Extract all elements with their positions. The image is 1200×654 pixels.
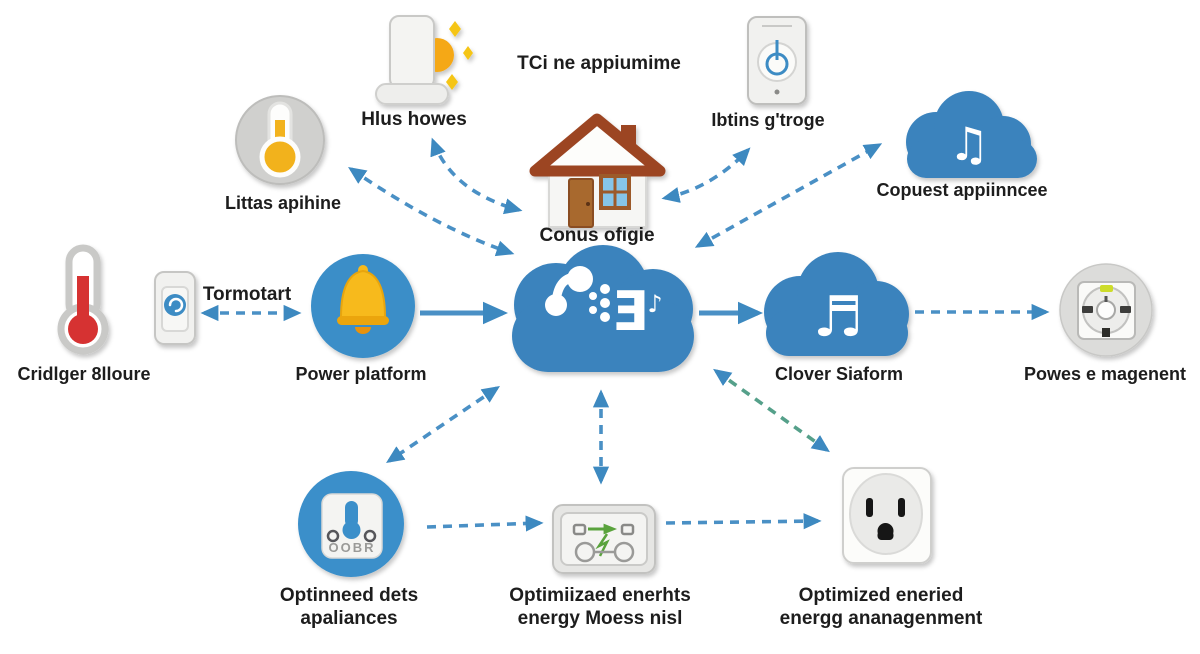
sparkle <box>463 46 473 60</box>
label-bell-platform: Power platform <box>295 364 427 384</box>
power-socket-dial-icon <box>1059 263 1153 357</box>
arrow-house-doorbell <box>661 147 751 203</box>
sparkle <box>446 74 458 90</box>
label-smart-plug: Optinneed dets apaliances <box>280 584 418 630</box>
label-thermostat-dial: Littas apihine <box>224 193 342 213</box>
house-icon <box>529 113 666 228</box>
label-red-thermometer: Cridlger 8lloure <box>17 364 151 384</box>
label-energy-device: Optimiizaed enerhts energy Moess nisl <box>509 584 691 630</box>
smart-light-icon <box>375 15 473 105</box>
arrow-smartplug-energydevice <box>426 515 544 532</box>
arrow-smartlight-house <box>430 137 523 215</box>
arrow-cloud-walloutlet <box>713 368 830 453</box>
sparkle <box>449 21 461 37</box>
arrow-thermostatdial-cloud <box>348 166 515 257</box>
label-top-caption: TCi ne appiumime <box>517 53 681 74</box>
music-note-glyph: ♫ <box>948 117 989 171</box>
small-note-glyph: ♪ <box>647 290 662 318</box>
smart-switch-icon <box>154 271 196 345</box>
label-wall-outlet: Optimized eneried energg ananagenment <box>780 584 983 630</box>
label-switch-link: Tormotart <box>202 284 292 305</box>
label-smart-light: Hlus howes <box>361 109 467 130</box>
label-music-cloud-right: Clover Siaform <box>774 364 904 384</box>
label-wall-outlet-line2: energg ananagenment <box>779 608 983 629</box>
arrow-energydevice-walloutlet <box>665 513 822 530</box>
smart-plug-icon: OOBR <box>298 471 404 577</box>
plug-badge-text: OOBR <box>329 540 376 555</box>
music-cloud-right-icon: ♬ <box>764 252 909 356</box>
smart-doorbell-icon <box>747 16 807 105</box>
label-smart-doorbell: Ibtins g'troge <box>711 110 825 130</box>
music-cloud-top-icon: ♫ <box>906 91 1037 178</box>
label-smart-plug-line2: apaliances <box>300 608 398 629</box>
arrow-cloud-smartplug <box>386 385 500 464</box>
thermometer-icon <box>57 244 109 355</box>
thermostat-dial-icon <box>235 95 325 185</box>
music-note-glyph: ♬ <box>813 285 863 350</box>
label-energy-device-line1: Optimiizaed enerhts <box>509 585 691 606</box>
central-hub-cloud-icon: Ǝ ♪ <box>512 245 694 372</box>
energy-flow-device-icon <box>552 504 656 574</box>
reversed-e-glyph: Ǝ <box>612 280 649 343</box>
hub-glyphs: Ǝ ♪ <box>545 266 663 343</box>
label-power-socket: Powes e magenent <box>1023 364 1187 384</box>
label-house: Conus ofigie <box>539 225 655 246</box>
notification-bell-icon <box>311 254 415 358</box>
label-music-cloud-top: Copuest appiinncee <box>876 180 1048 200</box>
label-wall-outlet-line1: Optimized eneried <box>798 585 964 606</box>
wall-outlet-icon <box>842 467 932 564</box>
arrow-cloud-musiccloudtop <box>694 143 883 248</box>
label-smart-plug-line1: Optinneed dets <box>279 585 419 606</box>
arrows-layer <box>200 137 1050 532</box>
label-energy-device-line2: energy Moess nisl <box>517 608 683 629</box>
